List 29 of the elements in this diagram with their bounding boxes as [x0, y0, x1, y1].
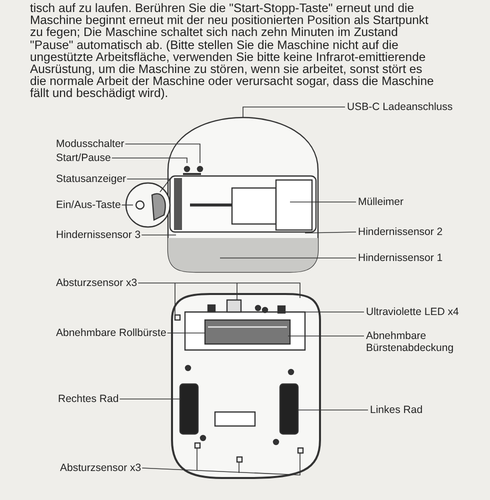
part-label: Modusschalter [56, 138, 124, 150]
leader-line [111, 158, 188, 164]
part-label: Hindernissensor 3 [56, 229, 141, 241]
part-label: USB-C Ladeanschluss [347, 101, 453, 113]
leader-line [166, 332, 206, 334]
leader-line [126, 178, 171, 192]
part-label: Ultraviolette LED x4 [366, 306, 459, 318]
leader-line [141, 234, 176, 236]
part-label: Absturzsensor x3 [56, 277, 138, 289]
part-label: Absturzsensor x3 [60, 462, 142, 474]
part-label: Abnehmbare Rollbürste [56, 327, 166, 339]
part-label: Mülleimer [358, 196, 404, 208]
part-label: Hindernissensor 1 [358, 252, 443, 264]
part-label: Statusanzeiger [56, 173, 126, 185]
leader-line [121, 204, 134, 206]
leader-line [242, 106, 346, 118]
instruction-paragraph: tisch auf zu laufen. Berühren Sie die "Start-Stopp-Taste" erneut und die Maschine beginnt erneut mit der neu positionierten Position als Startpunkt zu fegen; Die Maschine schaltet sich nach zehn Minuten im Zustand "Pause" automatisch ab. (Bitte stellen Sie die Maschine nicht auf die ungestützte Arbeitsfläche, verwenden Sie bitte keine Infrarot-emittierende Ausrüstung, um die Maschine zu stören, wenn sie arbeitet, sonst stört es die normale Arbeit der Maschine oder verursacht sogar, dass die Maschine fällt und beschädigt wird). [30, 2, 435, 100]
robot-bottom-view-drawing [171, 293, 321, 479]
leader-line [119, 398, 180, 400]
part-label: Ein/Aus-Taste [56, 199, 121, 211]
leader-line [142, 448, 300, 476]
part-label: Abnehmbare Bürstenabdeckung [366, 330, 466, 354]
leader-line [124, 144, 200, 164]
part-label: Linkes Rad [370, 404, 423, 416]
leader-line [304, 232, 356, 234]
part-label: Start/Pause [56, 152, 111, 164]
part-label: Rechtes Rad [58, 393, 119, 405]
part-label: Hindernissensor 2 [358, 226, 443, 238]
leader-line [138, 282, 300, 316]
